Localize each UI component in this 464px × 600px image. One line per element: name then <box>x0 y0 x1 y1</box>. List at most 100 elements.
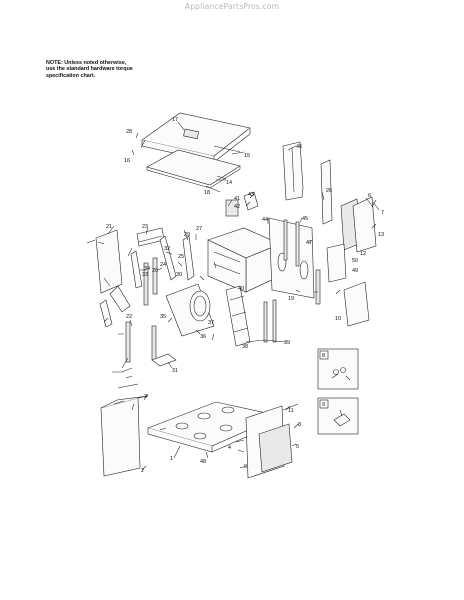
label-9: 9 <box>244 464 247 470</box>
side-channel-16 <box>343 281 370 327</box>
label-49: 49 <box>352 268 358 274</box>
rail-44 <box>283 219 288 261</box>
kick-panel <box>100 397 141 477</box>
label-30: 30 <box>176 272 182 278</box>
burner-frame <box>165 283 251 347</box>
torque-note: NOTE: Unless noted otherwise, use the st… <box>46 60 176 79</box>
left-panel <box>95 229 123 294</box>
label-48: 48 <box>200 459 206 465</box>
manifold-36 <box>225 285 251 347</box>
label-35: 35 <box>160 314 166 320</box>
label-20: 20 <box>152 268 158 274</box>
label-2: 2 <box>141 468 144 474</box>
label-12: 12 <box>360 251 366 257</box>
label-50: 50 <box>352 258 358 264</box>
label-21: 21 <box>106 224 112 230</box>
inset-9-box <box>317 397 359 435</box>
label-45: 45 <box>302 216 308 222</box>
brace-32 <box>159 235 177 281</box>
access-door <box>245 403 299 479</box>
label-33: 33 <box>142 272 148 278</box>
door-gasket <box>258 423 293 473</box>
label-46: 46 <box>296 144 302 150</box>
label-16: 16 <box>124 158 130 164</box>
label-39: 39 <box>284 340 290 346</box>
label-22: 22 <box>126 314 132 320</box>
brace-31 <box>151 353 177 367</box>
note-line-2: use the standard hardware torque <box>46 66 133 73</box>
label-5: 5 <box>296 444 299 450</box>
inset-8-box <box>317 348 359 390</box>
note-line-1: NOTE: Unless noted otherwise, <box>46 60 127 66</box>
glass-panel-front <box>352 196 377 253</box>
top-screws <box>131 132 146 156</box>
label-38: 38 <box>242 344 248 350</box>
label-18: 18 <box>204 190 210 196</box>
label-17: 17 <box>172 117 178 123</box>
rail-34 <box>152 257 158 295</box>
part-labels: 1 2 3 4 5 6 7 8 9 10 11 12 13 14 15 16 1… <box>106 117 384 474</box>
label-6: 6 <box>368 193 371 199</box>
label-47: 47 <box>306 240 312 246</box>
rod-39b <box>272 299 277 343</box>
label-1: 1 <box>170 456 173 462</box>
label-10: 10 <box>335 316 341 322</box>
post-19 <box>315 269 321 305</box>
label-29: 29 <box>184 232 190 238</box>
label-14: 14 <box>226 180 232 186</box>
label-26: 26 <box>326 188 332 194</box>
control-window <box>183 128 200 140</box>
label-25: 25 <box>178 254 184 260</box>
label-43: 43 <box>248 192 254 198</box>
kick-panel-top <box>100 395 149 409</box>
burner-port <box>189 290 211 322</box>
label-41: 41 <box>234 196 240 202</box>
note-line-3: specification chart. <box>46 72 96 79</box>
support-rods <box>125 299 287 363</box>
rear-panel <box>268 217 315 299</box>
label-34: 34 <box>144 266 150 272</box>
top-panel-assembly <box>141 112 251 189</box>
label-32: 32 <box>164 246 170 252</box>
cover-plate-49 <box>326 243 347 283</box>
leader-lines <box>97 121 377 471</box>
label-11: 11 <box>288 408 294 414</box>
label-7: 7 <box>381 210 384 216</box>
interior-braces <box>99 227 195 328</box>
label-36: 36 <box>200 334 206 340</box>
inset-label-8: 8 <box>322 353 325 359</box>
watermark: AppliancePartsPros.com <box>184 2 280 11</box>
bracket-27 <box>99 299 113 328</box>
brace-28 <box>130 250 143 289</box>
label-8: 8 <box>298 422 301 428</box>
rod-22b <box>151 325 157 361</box>
base-pan-side <box>147 428 213 453</box>
left-side-panel <box>86 229 123 294</box>
label-13: 13 <box>378 232 384 238</box>
label-44: 44 <box>262 217 268 223</box>
label-42: 42 <box>234 204 240 210</box>
label-31: 31 <box>172 368 178 374</box>
channel-23 <box>136 227 165 247</box>
rail-33 <box>143 262 149 306</box>
label-27: 27 <box>196 226 202 232</box>
rear-right-panels <box>282 141 380 253</box>
brace-29 <box>182 235 195 281</box>
firebox-assembly <box>207 199 281 293</box>
bracket-20 <box>109 285 131 313</box>
rod-22 <box>125 321 131 363</box>
side-trim <box>320 159 333 225</box>
label-40: 40 <box>238 286 244 292</box>
rear-vent-panel <box>268 217 370 327</box>
label-28: 28 <box>126 129 132 135</box>
label-37: 37 <box>208 320 214 326</box>
label-3: 3 <box>144 394 147 400</box>
firebox-front <box>207 239 247 293</box>
front-kick-panel <box>100 383 149 477</box>
label-4: 4 <box>228 445 231 451</box>
label-15: 15 <box>244 153 250 159</box>
label-24: 24 <box>160 262 166 268</box>
rod-39a <box>263 301 268 343</box>
label-23: 23 <box>142 224 148 230</box>
